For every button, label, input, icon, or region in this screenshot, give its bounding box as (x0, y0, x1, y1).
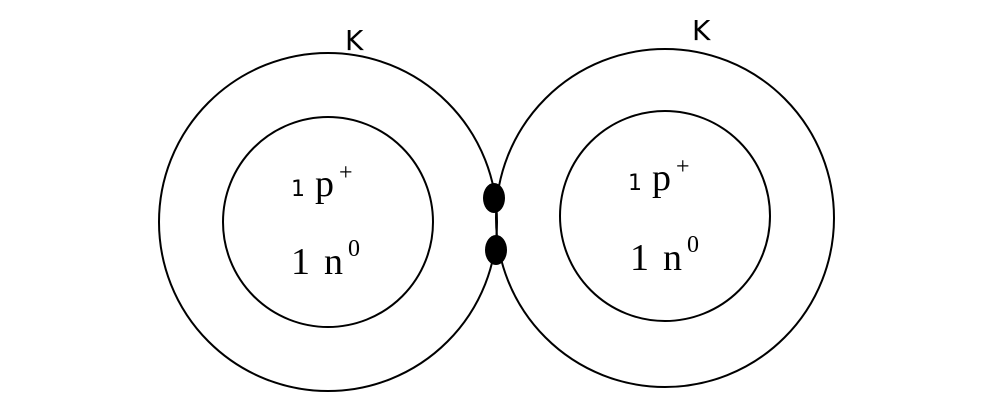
atom-right-nucleus (559, 110, 771, 322)
atom-right: K 1 p + 1 n 0 (495, 14, 835, 388)
atom-right-k-shell (495, 48, 835, 388)
atom-left-shell-label: K (345, 24, 364, 57)
atom-left-neutron-symbol: n (324, 241, 343, 283)
atom-left-neutron-count: 1 (291, 241, 310, 283)
atom-right-neutron-charge: 0 (687, 232, 699, 258)
atom-right-neutron-symbol: n (663, 237, 682, 279)
atom-left-k-shell (158, 52, 498, 392)
atom-right-protons: 1 p + (628, 154, 690, 199)
atom-left-nucleus (222, 116, 434, 328)
atom-right-neutron-count: 1 (630, 237, 649, 279)
atom-left-neutrons: 1 n 0 (291, 236, 360, 283)
atom-right-shell-label: K (692, 14, 711, 47)
atom-left-proton-count: 1 (291, 177, 305, 202)
atom-left: K 1 p + 1 n 0 (158, 24, 498, 392)
atom-left-protons: 1 p + (291, 160, 353, 205)
atom-right-proton-count: 1 (628, 171, 642, 196)
shared-electron (485, 235, 507, 265)
shared-electron-pair (483, 183, 507, 265)
atom-left-neutron-charge: 0 (348, 236, 360, 262)
atom-right-proton-symbol: p (652, 157, 671, 199)
shared-electron (483, 183, 505, 213)
atom-right-proton-charge: + (676, 154, 690, 180)
atom-left-proton-charge: + (339, 160, 353, 186)
atom-left-proton-symbol: p (315, 163, 334, 205)
atom-right-neutrons: 1 n 0 (630, 232, 699, 279)
